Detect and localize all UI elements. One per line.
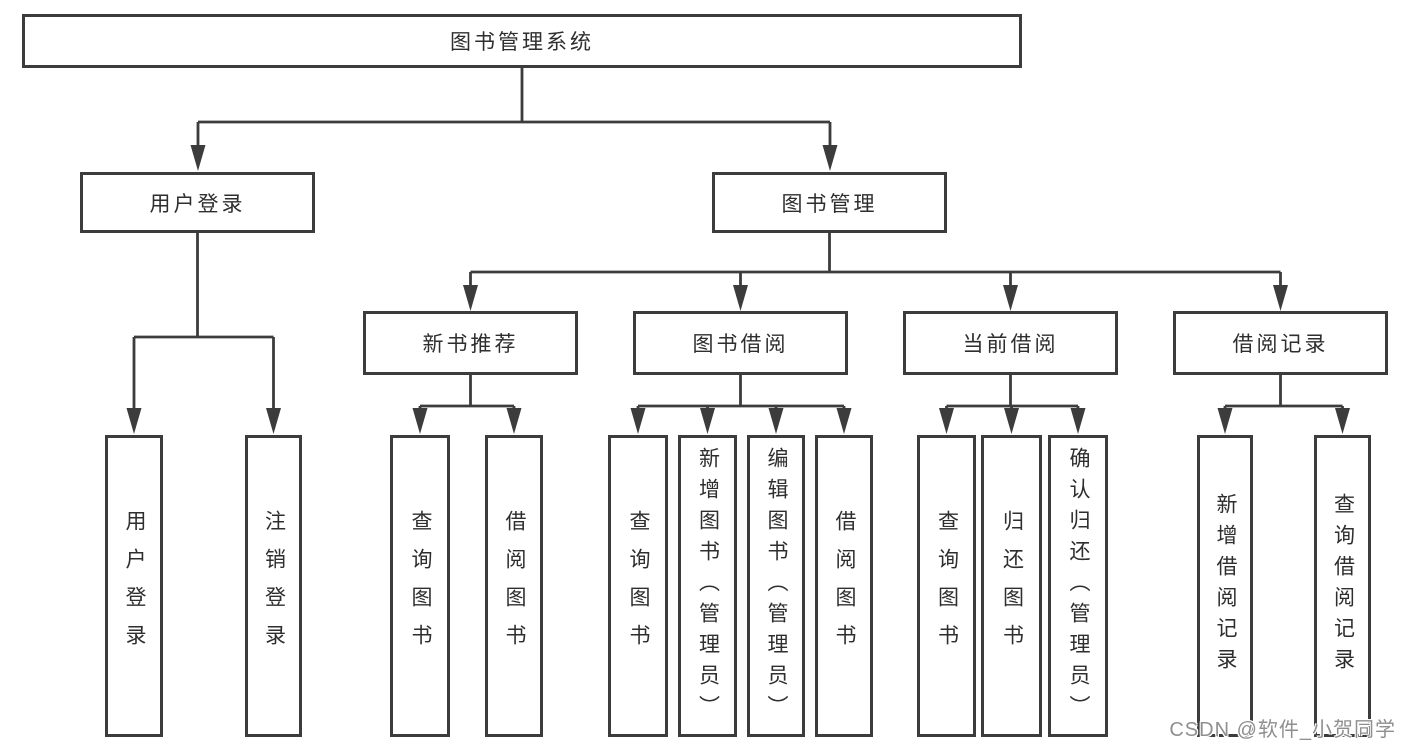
leaf-return-books: 归还图书 — [981, 435, 1042, 737]
leaf-add-books-admin: 新增图书（管理员） — [678, 435, 737, 737]
leaf-add-borrow-record: 新增借阅记录 — [1197, 435, 1253, 737]
leaf-query-books-current-label: 查询图书 — [935, 510, 959, 662]
node-root: 图书管理系统 — [22, 14, 1022, 68]
leaf-confirm-return-admin-label: 确认归还（管理员） — [1067, 446, 1090, 726]
node-new-book-recommend-label: 新书推荐 — [422, 333, 519, 356]
leaf-return-books-label: 归还图书 — [1000, 510, 1024, 662]
leaf-borrow-books-label: 借阅图书 — [833, 510, 856, 662]
leaf-edit-books-admin: 编辑图书（管理员） — [747, 435, 805, 737]
arrowhead-icons — [126, 145, 1350, 434]
leaf-borrow-books: 借阅图书 — [815, 435, 873, 737]
node-book-borrow-label: 图书借阅 — [692, 333, 789, 356]
watermark-text: CSDN @软件_小贺同学 — [1169, 719, 1396, 741]
leaf-query-borrow-record-label: 查询借阅记录 — [1331, 493, 1355, 679]
leaf-query-books-borrow-label: 查询图书 — [627, 510, 650, 662]
node-borrow-records-label: 借阅记录 — [1232, 333, 1329, 356]
node-user-login: 用户登录 — [80, 172, 315, 233]
leaf-add-borrow-record-label: 新增借阅记录 — [1214, 493, 1237, 679]
leaf-query-books-borrow: 查询图书 — [608, 435, 668, 737]
leaf-borrow-books-recommend-label: 借阅图书 — [503, 510, 526, 662]
leaf-query-borrow-record: 查询借阅记录 — [1314, 435, 1371, 737]
node-borrow-records: 借阅记录 — [1173, 311, 1388, 375]
node-book-management: 图书管理 — [712, 172, 947, 233]
leaf-logout-login: 注销登录 — [245, 435, 302, 737]
leaf-add-books-admin-label: 新增图书（管理员） — [696, 446, 720, 726]
leaf-user-login-label: 用户登录 — [123, 510, 146, 662]
leaf-query-books-recommend-label: 查询图书 — [409, 510, 432, 662]
leaf-borrow-books-recommend: 借阅图书 — [485, 435, 543, 737]
node-user-login-label: 用户登录 — [149, 192, 246, 216]
node-book-borrow: 图书借阅 — [633, 311, 848, 375]
node-book-management-label: 图书管理 — [781, 192, 878, 216]
leaf-edit-books-admin-label: 编辑图书（管理员） — [765, 446, 788, 726]
leaf-confirm-return-admin: 确认归还（管理员） — [1048, 435, 1108, 737]
node-current-borrow-label: 当前借阅 — [962, 333, 1059, 356]
leaf-query-books-recommend: 查询图书 — [390, 435, 450, 737]
leaf-query-books-current: 查询图书 — [917, 435, 976, 737]
node-current-borrow: 当前借阅 — [903, 311, 1118, 375]
node-root-label: 图书管理系统 — [450, 31, 594, 54]
leaf-user-login: 用户登录 — [105, 435, 163, 737]
node-new-book-recommend: 新书推荐 — [363, 311, 578, 375]
leaf-logout-login-label: 注销登录 — [262, 510, 286, 662]
